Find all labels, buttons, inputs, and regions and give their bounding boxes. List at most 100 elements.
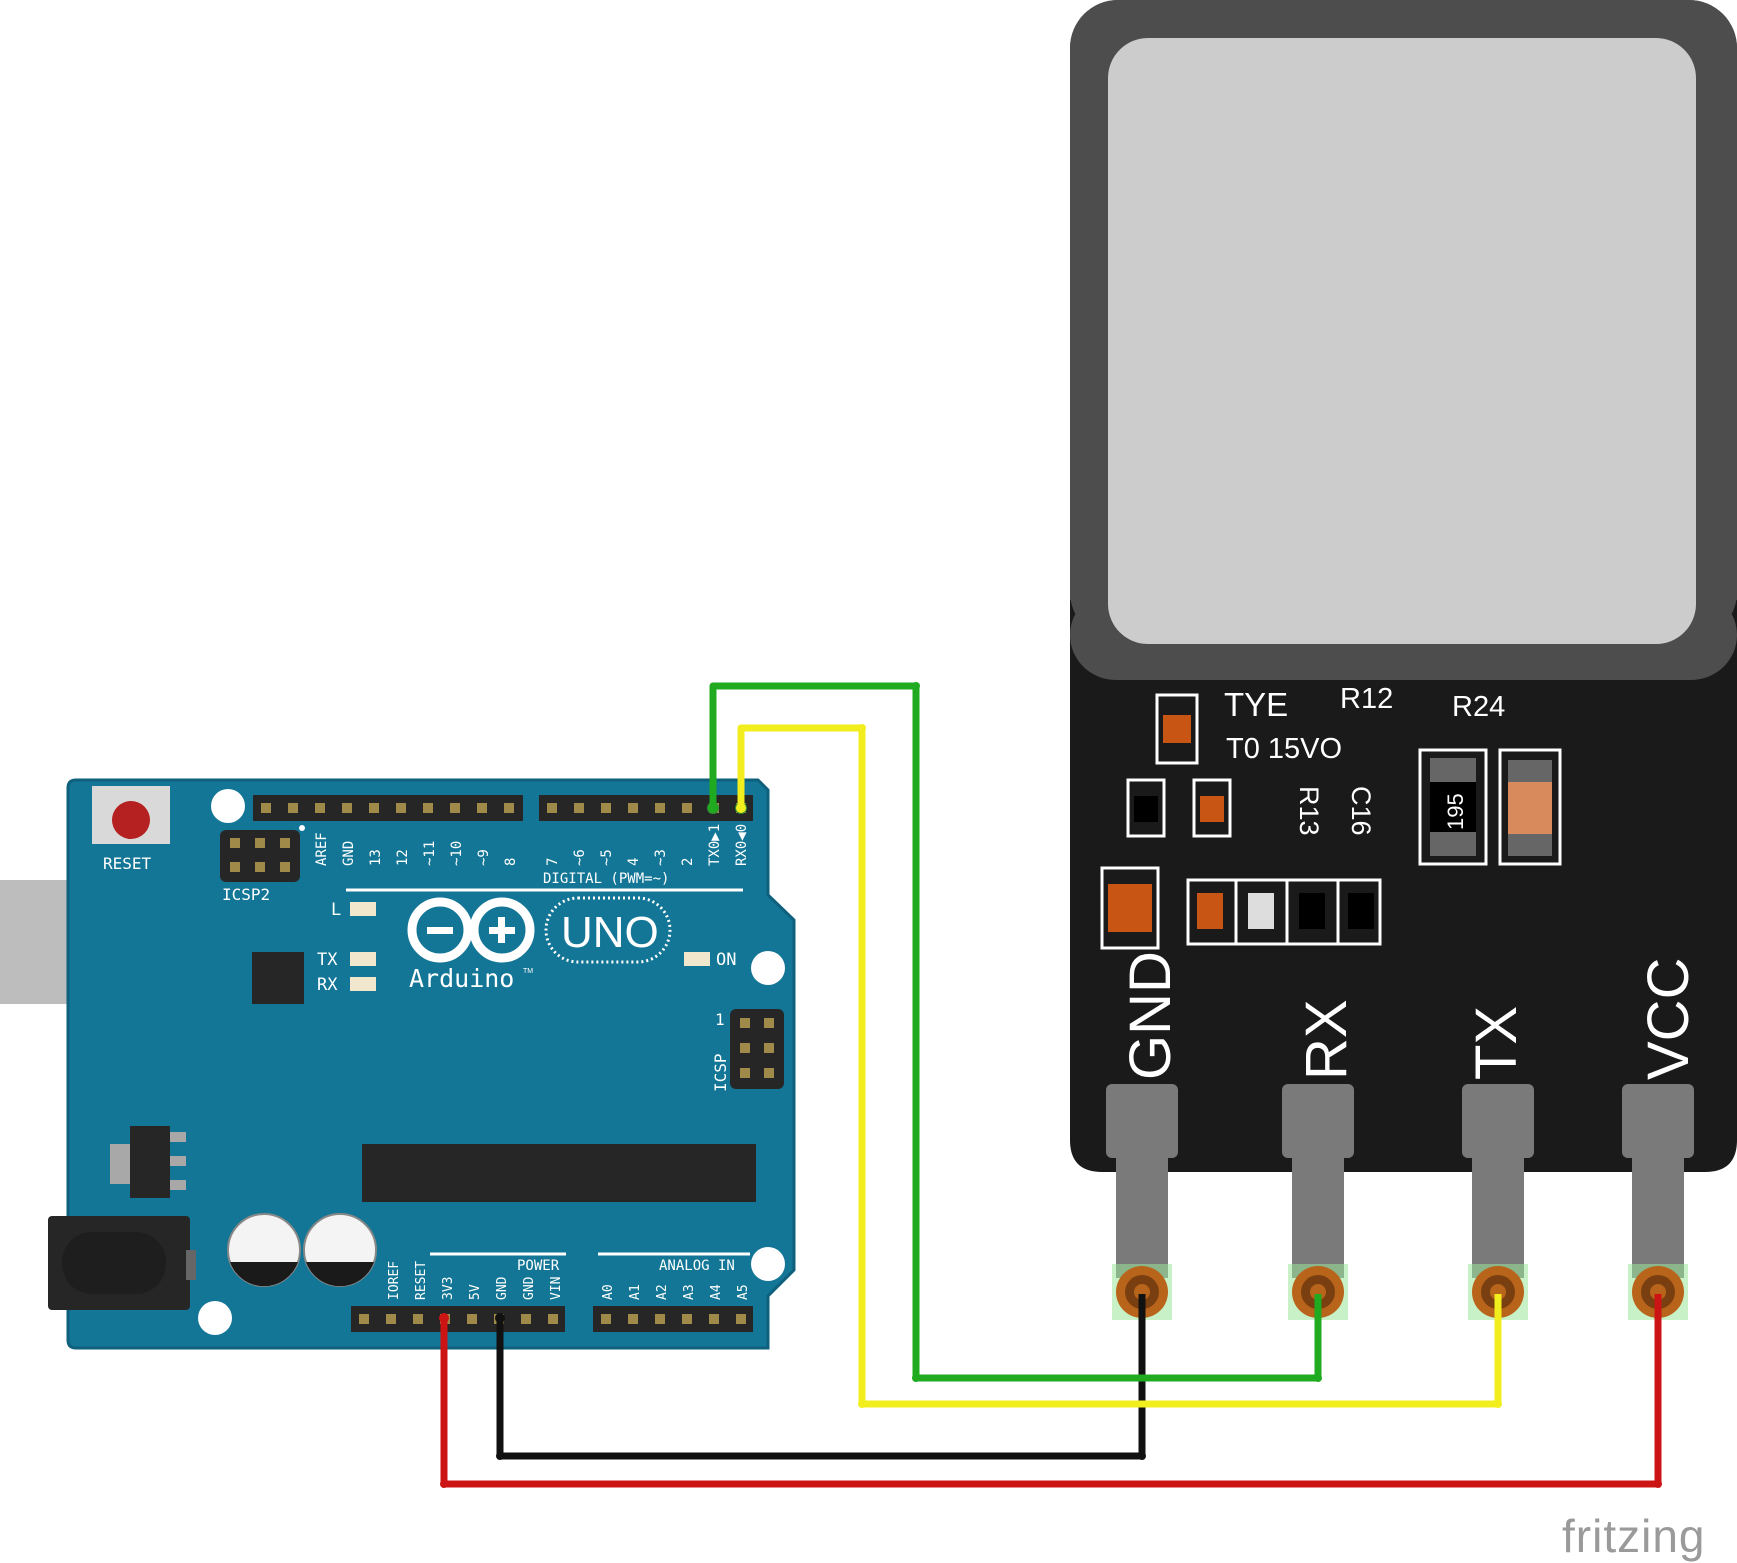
smd-bracket xyxy=(1155,693,1199,765)
led-rx-label: RX xyxy=(317,975,338,995)
wire-green-rx[interactable] xyxy=(709,682,1322,1382)
header-pin[interactable] xyxy=(504,803,514,813)
analog-header-pins xyxy=(601,1314,746,1324)
header-pin[interactable] xyxy=(521,1314,531,1324)
header-pin[interactable] xyxy=(548,1314,558,1324)
pin-label: A1 xyxy=(628,1284,643,1300)
header-pin[interactable] xyxy=(396,803,406,813)
smd-resistor-frame xyxy=(1498,748,1562,866)
header-pin[interactable] xyxy=(315,803,325,813)
header-pin[interactable] xyxy=(574,803,584,813)
uno-badge xyxy=(544,896,672,964)
label-r24: R24 xyxy=(1452,691,1505,723)
label-tye: TYE xyxy=(1224,686,1288,723)
smd-array xyxy=(1186,878,1382,946)
icsp2-pins xyxy=(230,838,290,872)
smd-capacitor-large xyxy=(1108,884,1152,932)
header-pin[interactable] xyxy=(386,1314,396,1324)
header-pin[interactable] xyxy=(736,1314,746,1324)
icsp-label: ICSP xyxy=(711,1053,730,1092)
pin-label-gnd: GND xyxy=(1118,951,1183,1080)
icsp-header xyxy=(730,1009,784,1089)
pin-label: 13 xyxy=(368,849,384,866)
mounting-hole xyxy=(751,951,785,985)
header-pin[interactable] xyxy=(359,1314,369,1324)
header-pin[interactable] xyxy=(423,803,433,813)
pin-vcc[interactable] xyxy=(1622,1084,1694,1320)
wire-red-vcc[interactable] xyxy=(440,1294,1662,1488)
wire-yellow-tx[interactable] xyxy=(737,724,1502,1408)
header-pin[interactable] xyxy=(288,803,298,813)
atmega-chip xyxy=(362,1144,756,1202)
dc-jack-nub xyxy=(186,1250,196,1280)
header-pin[interactable] xyxy=(450,803,460,813)
pin-label: ~9 xyxy=(476,849,492,866)
arduino-tm: TM xyxy=(523,968,533,975)
header-pin[interactable] xyxy=(628,1314,638,1324)
pin-tx[interactable] xyxy=(1462,1084,1534,1320)
pin-label: A0 xyxy=(601,1284,616,1300)
label-195: 195 xyxy=(1443,793,1468,830)
digital-label: DIGITAL (PWM=~) xyxy=(543,871,669,887)
icsp2-header xyxy=(220,830,300,882)
pin-label: ~6 xyxy=(572,849,588,866)
header-pin[interactable] xyxy=(342,803,352,813)
label-to15vo: T0 15VO xyxy=(1226,733,1342,765)
pin-label: GND xyxy=(341,841,357,866)
pin-label: RX0◀0 xyxy=(734,824,750,866)
sensor-window xyxy=(1108,38,1696,644)
reset-button[interactable] xyxy=(112,801,150,839)
header-pin[interactable] xyxy=(369,803,379,813)
header-pin[interactable] xyxy=(655,803,665,813)
pin-label-tx: TX xyxy=(1464,1006,1529,1080)
power-header xyxy=(351,1306,565,1332)
smd-capacitor xyxy=(1163,715,1191,743)
header-pin[interactable] xyxy=(467,1314,477,1324)
pin-label: 8 xyxy=(503,858,519,866)
pin-gnd[interactable] xyxy=(1106,1084,1178,1320)
pin-rx[interactable] xyxy=(1282,1084,1354,1320)
header-pin[interactable] xyxy=(709,1314,719,1324)
pin-label: 2 xyxy=(680,858,696,866)
led-on xyxy=(684,952,710,966)
pin-label: ~10 xyxy=(449,841,465,866)
header-pin[interactable] xyxy=(477,803,487,813)
header-pin[interactable] xyxy=(682,1314,692,1324)
header-pin[interactable] xyxy=(601,803,611,813)
header-pin[interactable] xyxy=(655,1314,665,1324)
header-pin[interactable] xyxy=(601,1314,611,1324)
voltage-regulator-tab xyxy=(110,1144,132,1184)
header-pin[interactable] xyxy=(682,803,692,813)
header-pin[interactable] xyxy=(413,1314,423,1324)
smd-array-cell xyxy=(1248,893,1274,929)
led-rx xyxy=(350,977,376,991)
reset-label: RESET xyxy=(103,854,152,873)
smd-part-core xyxy=(1200,796,1224,822)
arduino-logo xyxy=(407,897,535,963)
smd-array-cell xyxy=(1299,893,1325,929)
led-on-label: ON xyxy=(716,950,736,970)
pin-label-rx: RX xyxy=(1294,999,1359,1080)
header-pin[interactable] xyxy=(628,803,638,813)
header-pin[interactable] xyxy=(261,803,271,813)
pin-label: GND xyxy=(522,1276,537,1300)
icsp-pins xyxy=(740,1018,774,1078)
header-pin[interactable] xyxy=(547,803,557,813)
wires xyxy=(439,682,1662,1488)
regulator-pins xyxy=(170,1132,186,1190)
led-tx xyxy=(350,952,376,966)
fingerprint-module: TYE R12 R24 T0 15VO R13 C16 195 GND RX T… xyxy=(1070,0,1737,1320)
pin-label: ~3 xyxy=(653,849,669,866)
pin-label: A4 xyxy=(709,1284,724,1300)
smd-components xyxy=(1100,693,1562,950)
analog-header xyxy=(593,1306,753,1332)
icsp2-dot xyxy=(299,825,305,831)
icsp-pin1-label: 1 xyxy=(715,1010,725,1029)
power-label: POWER xyxy=(517,1258,560,1274)
fritzing-watermark: fritzing xyxy=(1562,1510,1705,1562)
smd-resistor-core xyxy=(1508,782,1552,834)
pin-label: 5V xyxy=(468,1284,483,1300)
pin-label: 7 xyxy=(545,858,561,866)
